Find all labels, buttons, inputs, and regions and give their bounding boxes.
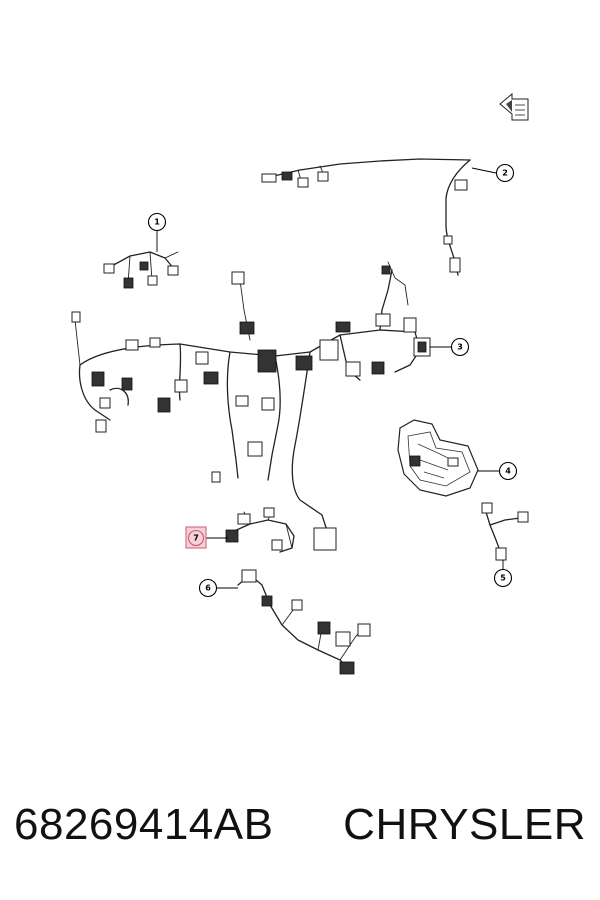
callout-7: 7 xyxy=(185,526,207,549)
callout-5: 5 xyxy=(493,568,513,588)
footer: 68269414AB CHRYSLER xyxy=(0,800,600,870)
callout-1: 1 xyxy=(147,212,167,232)
leader-line-2 xyxy=(471,167,497,174)
harness-main xyxy=(71,261,421,551)
callout-2: 2 xyxy=(495,163,515,183)
bracket-part-4 xyxy=(397,419,479,497)
harness-part-3-bracket xyxy=(413,337,431,357)
harness-part-2 xyxy=(261,158,471,276)
callout-label: 2 xyxy=(502,169,508,178)
harness-part-5 xyxy=(481,502,529,561)
brand-name: CHRYSLER xyxy=(343,800,586,849)
callout-label: 1 xyxy=(154,218,160,227)
callout-3: 3 xyxy=(450,337,470,357)
callout-label: 3 xyxy=(457,343,463,352)
harness-part-6 xyxy=(237,569,371,675)
wiring-harness-diagram: 1 2 3 4 5 6 7 xyxy=(71,92,529,675)
callout-label: 4 xyxy=(505,467,511,476)
direction-arrow-icon xyxy=(499,92,529,121)
callout-label: 5 xyxy=(500,574,506,583)
callout-label: 7 xyxy=(193,534,199,543)
callout-4: 4 xyxy=(498,461,518,481)
callout-label: 6 xyxy=(205,584,211,593)
harness-part-7 xyxy=(225,507,295,553)
part-number: 68269414AB xyxy=(14,800,274,849)
harness-part-1 xyxy=(103,251,179,289)
callout-6: 6 xyxy=(198,578,218,598)
